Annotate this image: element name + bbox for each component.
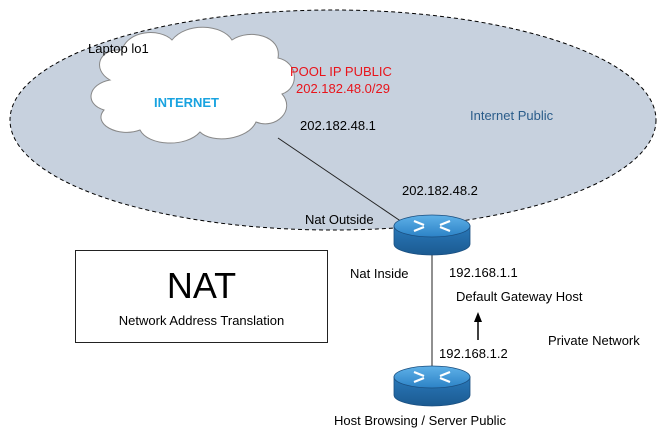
router-outside-ip: 202.182.48.2 <box>402 183 478 198</box>
internet-cloud <box>90 26 295 144</box>
nat-inside-label: Nat Inside <box>350 266 409 281</box>
nat-title: NAT <box>166 265 237 306</box>
host-router-icon[interactable] <box>393 365 471 407</box>
host-label: Host Browsing / Server Public <box>334 413 506 428</box>
cloud-name-label: Laptop lo1 <box>88 41 149 56</box>
nat-outside-label: Nat Outside <box>305 212 374 227</box>
private-network-label: Private Network <box>548 333 640 348</box>
link-cloud-router <box>277 137 403 223</box>
internet-cloud-label: INTERNET <box>154 95 219 110</box>
nat-legend-box: NAT Network Address Translation <box>75 250 328 343</box>
host-ip: 192.168.1.2 <box>439 346 508 361</box>
pool-subnet: 202.182.48.0/29 <box>296 81 390 96</box>
default-gateway-label: Default Gateway Host <box>456 289 583 304</box>
pool-title: POOL IP PUBLIC <box>290 64 392 79</box>
nat-subtitle: Network Address Translation <box>118 313 285 328</box>
gateway-arrow-head <box>474 312 482 322</box>
router-inside-ip: 192.168.1.1 <box>449 265 518 280</box>
cloud-link-ip: 202.182.48.1 <box>300 118 376 133</box>
nat-router-icon[interactable] <box>393 214 471 256</box>
internet-zone-label: Internet Public <box>470 108 554 123</box>
